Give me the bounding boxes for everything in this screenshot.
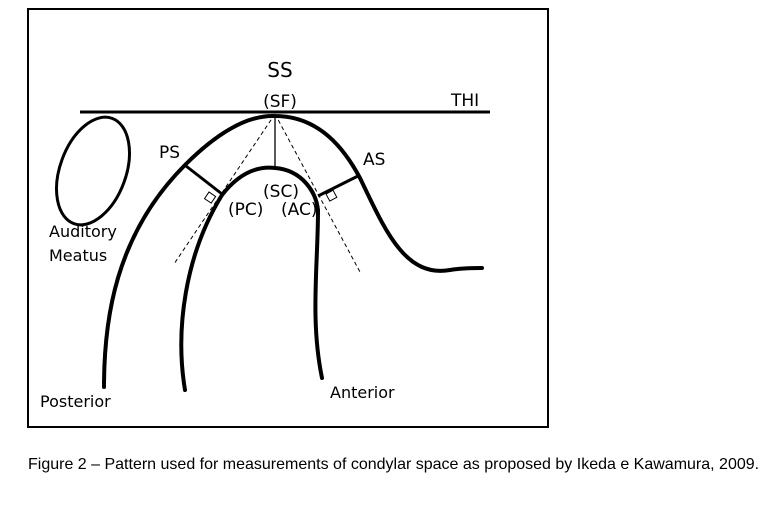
posterior-tangent-line [173,113,276,265]
label-thi: THI [450,91,479,111]
label-sc: (SC) [263,182,299,202]
figure-caption: Figure 2 – Pattern used for measurements… [28,456,760,473]
anterior-right-angle-marker [325,189,338,202]
label-posterior: Posterior [40,392,111,411]
diagram-frame [27,8,549,428]
label-auditory: Auditory [49,222,117,241]
label-pc: (PC) [228,200,263,220]
condylar-space-diagram: SS (SF) THI PS AS (SC) (PC) (AC) Auditor… [27,8,549,428]
auditory-meatus-shape [55,115,131,227]
anterior-space-line [317,173,361,198]
posterior-right-angle-marker [203,191,217,204]
posterior-space-line [185,164,223,196]
label-ss: SS [267,58,292,82]
label-as: AS [363,150,385,170]
label-sf: (SF) [263,92,297,112]
glenoid-fossa-curve [102,113,484,389]
anterior-tangent-line [274,113,361,273]
label-ps: PS [159,143,180,163]
label-anterior: Anterior [330,383,395,402]
label-meatus: Meatus [49,246,107,265]
label-ac: (AC) [281,200,317,220]
